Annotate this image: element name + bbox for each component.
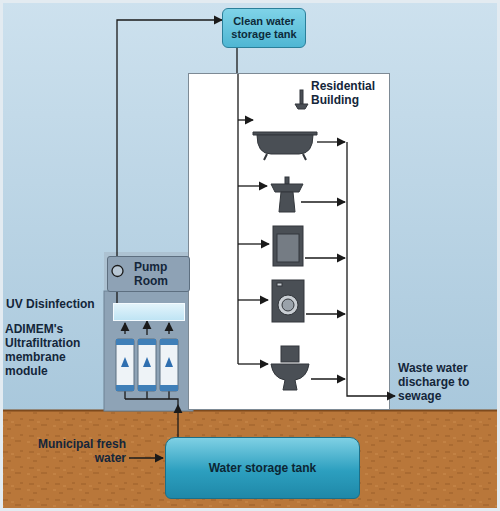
- text-group: ADIMEM's Ultrafiltration membrane module: [5, 322, 100, 378]
- text-group: UV Disinfection: [6, 297, 106, 311]
- storage-tank: Water storage tank: [165, 437, 360, 499]
- node-label: Pump Room: [134, 260, 189, 288]
- inlet-label: Municipal fresh water: [38, 437, 126, 465]
- text-group: Residential Building: [311, 79, 385, 107]
- flow-pipe: [116, 292, 117, 303]
- node-label: Clean water storage tank: [227, 15, 301, 41]
- flow-pipe: [177, 405, 178, 437]
- node-label: ADIMEM's Ultrafiltration membrane module: [5, 322, 100, 378]
- membrane-cartridges: [110, 335, 186, 405]
- clean-tank: Clean water storage tank: [222, 8, 306, 48]
- node-label: Residential Building: [311, 79, 385, 107]
- flow-pipe: [236, 48, 237, 73]
- text-group: Water storage tank: [170, 461, 355, 475]
- uv-unit: UV Disinfection: [113, 303, 185, 321]
- node-label: UV Disinfection: [6, 297, 106, 311]
- membrane-module: ADIMEM's Ultrafiltration membrane module: [110, 335, 186, 405]
- text-group: Clean water storage tank: [227, 15, 301, 41]
- fixture-illustration: [189, 74, 391, 411]
- flow-pipe: [146, 321, 147, 335]
- outlet-label: Waste water discharge to sewage: [398, 361, 492, 403]
- text-group: Pump Room: [134, 260, 189, 288]
- node-label: Water storage tank: [170, 461, 355, 475]
- building-box: Residential Building: [188, 73, 390, 410]
- pump-room: Pump Room: [107, 256, 190, 292]
